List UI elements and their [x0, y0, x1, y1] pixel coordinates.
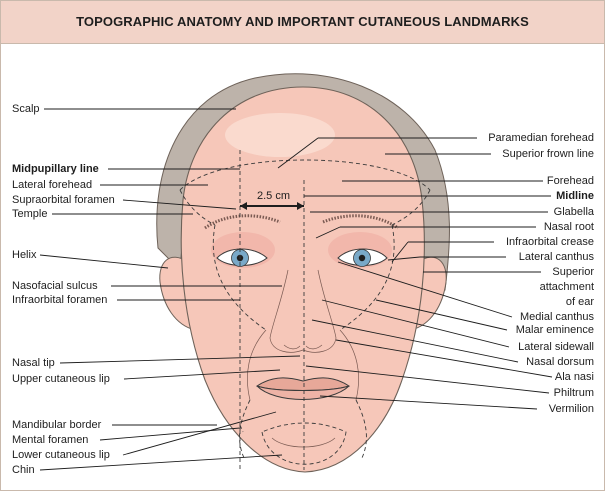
leader-nasal-dorsum: [311, 319, 519, 363]
label-lateral-canthus: Lateral canthus: [519, 251, 595, 263]
leader-nasal-root-diag: [315, 226, 341, 239]
label-infraorbital-crease: Infraorbital crease: [506, 236, 594, 248]
label-helix: Helix: [12, 249, 37, 261]
measurement-label: 2.5 cm: [257, 190, 290, 202]
measure-arrow-right: [297, 202, 304, 210]
leader-malar-eminence: [375, 299, 508, 331]
label-superior-attachment-3: of ear: [566, 296, 594, 308]
label-chin: Chin: [12, 464, 35, 476]
forehead-subunit-line: [179, 159, 431, 226]
label-temple: Temple: [12, 208, 47, 220]
leader-medial-canthus: [337, 261, 513, 318]
chin-subunit-line: [261, 422, 347, 465]
right-eyebrow: [322, 214, 399, 230]
label-nasal-tip: Nasal tip: [12, 357, 55, 369]
leader-lateral-canthus-diag: [387, 256, 421, 261]
label-medial-canthus: Medial canthus: [520, 311, 594, 323]
leader-supraorbital-foramen: [122, 199, 237, 210]
nose: [269, 269, 337, 353]
label-lower-cutaneous-lip: Lower cutaneous lip: [12, 449, 110, 461]
label-glabella: Glabella: [554, 206, 595, 218]
left-eyebrow: [204, 214, 281, 230]
leader-infraorbital-crease-diag: [391, 241, 409, 263]
mental-foramen-marker: [239, 424, 244, 433]
label-upper-cutaneous-lip: Upper cutaneous lip: [12, 373, 110, 385]
forehead-highlight: [225, 113, 335, 157]
leader-nasal-tip: [59, 355, 301, 364]
label-lateral-forehead: Lateral forehead: [12, 179, 92, 191]
title-bar: TOPOGRAPHIC ANATOMY AND IMPORTANT CUTANE…: [1, 1, 604, 44]
label-superior-attachment-1: Superior: [552, 266, 594, 278]
nasolabial-fold-left: [247, 329, 267, 401]
label-supraorbital-foramen: Supraorbital foramen: [12, 194, 115, 206]
label-scalp: Scalp: [12, 103, 40, 115]
label-infraorbital-foramen: Infraorbital foramen: [12, 294, 107, 306]
cheek-subunit-line: [212, 224, 395, 331]
label-nasofacial-sulcus: Nasofacial sulcus: [12, 280, 98, 292]
leader-lateral-sidewall: [321, 299, 510, 348]
leader-philtrum: [305, 365, 550, 394]
label-midline: Midline: [556, 190, 594, 202]
leader-upper-cutaneous-lip: [123, 369, 281, 380]
label-philtrum: Philtrum: [554, 387, 594, 399]
leader-paramedian-forehead-diag: [277, 137, 319, 169]
label-nasal-root: Nasal root: [544, 221, 594, 233]
leader-mental-foramen: [99, 427, 241, 441]
label-vermilion: Vermilion: [549, 403, 594, 415]
nasolabial-fold-right: [339, 329, 359, 401]
label-paramedian-forehead: Paramedian forehead: [488, 132, 594, 144]
label-ala-nasi: Ala nasi: [555, 371, 594, 383]
leader-ala-nasi: [335, 339, 553, 378]
figure-title: TOPOGRAPHIC ANATOMY AND IMPORTANT CUTANE…: [76, 14, 529, 29]
label-mental-foramen: Mental foramen: [12, 434, 88, 446]
label-midpupillary-line: Midpupillary line: [12, 163, 99, 175]
leader-lower-cutaneous-lip: [122, 411, 277, 456]
leader-helix: [39, 254, 169, 269]
measure-arrow-left: [240, 202, 247, 210]
label-malar-eminence: Malar eminence: [516, 324, 594, 336]
face-shape: [180, 86, 425, 473]
right-pupil: [358, 254, 366, 262]
label-forehead: Forehead: [547, 175, 594, 187]
leader-vermilion: [319, 395, 538, 410]
label-superior-frown-line: Superior frown line: [502, 148, 594, 160]
label-superior-attachment-2: attachment: [540, 281, 594, 293]
label-mandibular-border: Mandibular border: [12, 419, 102, 431]
lip-subunit-line: [239, 399, 367, 461]
nostrils: [283, 344, 323, 350]
label-lateral-sidewall: Lateral sidewall: [518, 341, 594, 353]
label-nasal-dorsum: Nasal dorsum: [526, 356, 594, 368]
chin-contour: [271, 437, 336, 448]
leader-chin: [39, 454, 283, 471]
